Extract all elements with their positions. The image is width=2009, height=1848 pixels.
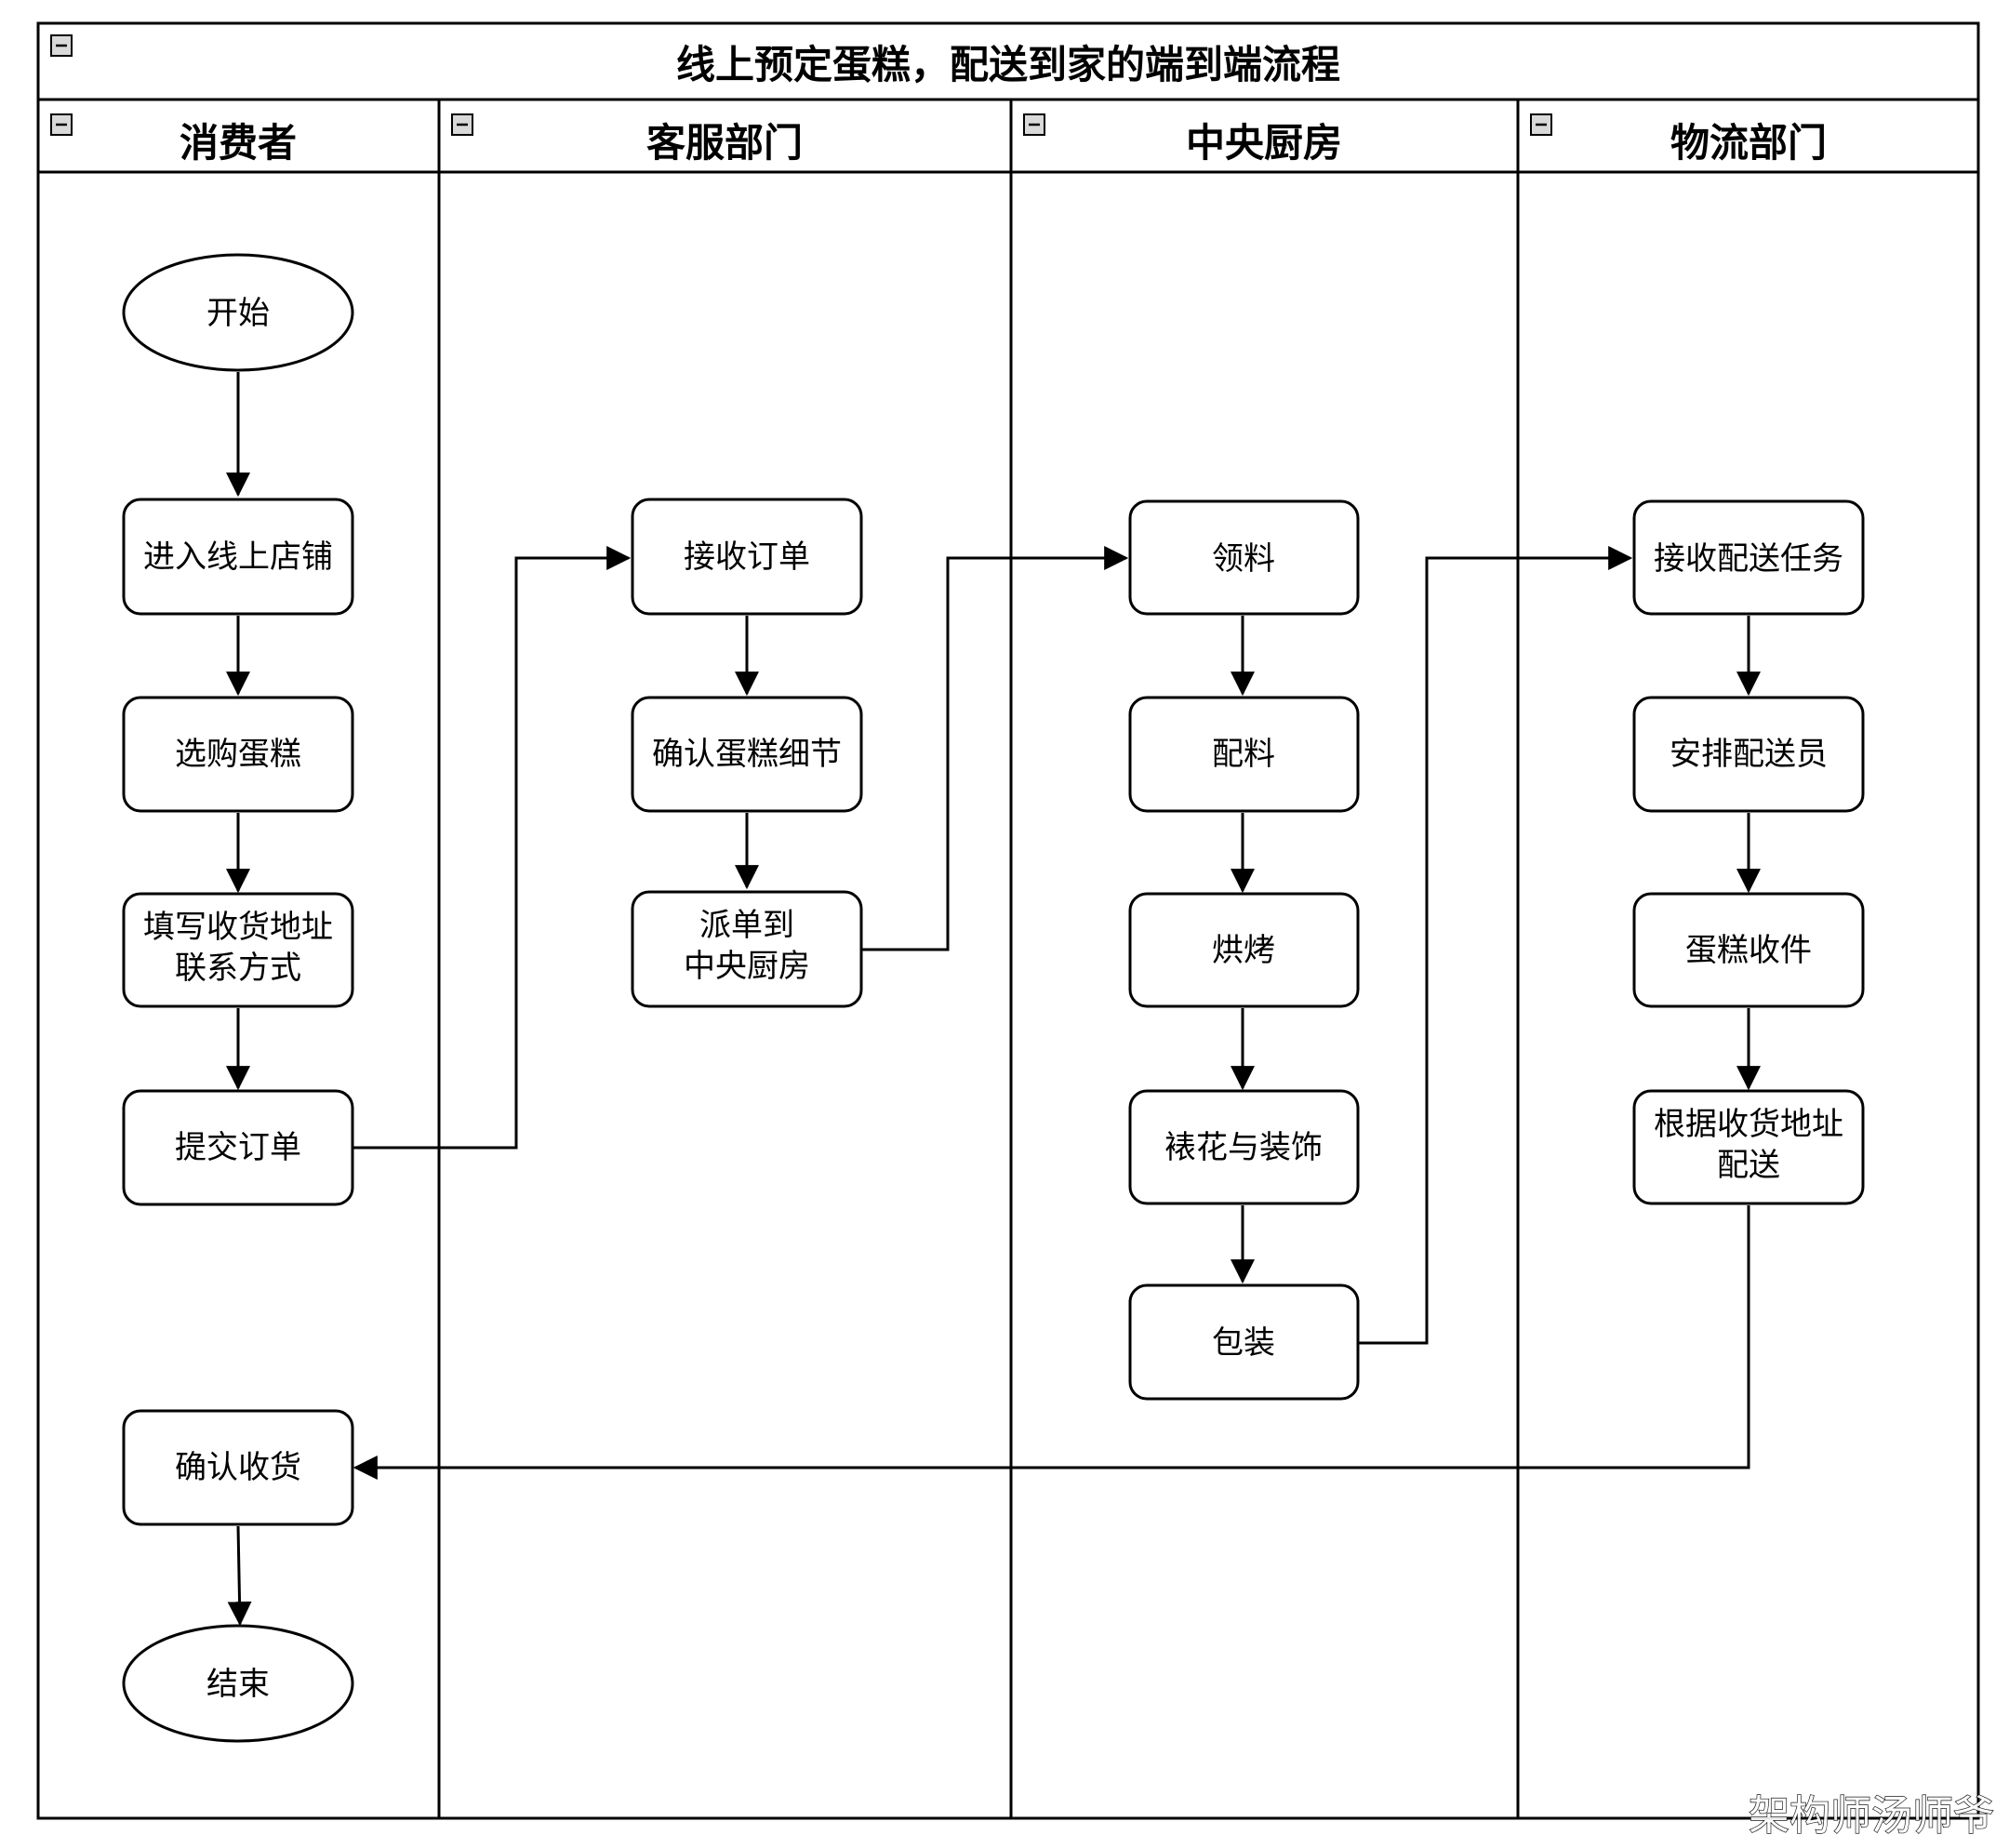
edge-dispatch-get-material <box>861 546 1129 951</box>
node-decorate[interactable] <box>1128 1089 1360 1205</box>
node-get-material[interactable] <box>1128 499 1360 616</box>
node-dispatch-kitchen[interactable] <box>631 890 863 1008</box>
node-assign-courier[interactable] <box>1632 696 1865 813</box>
node-confirm-receipt-label: 确认收货 <box>175 1449 301 1486</box>
node-enter-shop-label: 进入线上店铺 <box>143 538 333 576</box>
node-confirm-details[interactable] <box>631 696 863 813</box>
node-assign-courier-label: 安排配送员 <box>1670 736 1828 773</box>
node-fill-address[interactable] <box>122 892 354 1008</box>
edge-submit-receive-order <box>353 546 632 1150</box>
node-bake-label: 烘烤 <box>1212 932 1275 969</box>
node-deliver-label: 配送 <box>1717 1147 1780 1184</box>
node-pickup-cake-label: 蛋糕收件 <box>1685 932 1812 969</box>
edge-deliver-confirm-receipt <box>353 1205 1750 1480</box>
node-confirm-details-label: 确认蛋糕细节 <box>652 736 842 773</box>
node-dispatch-kitchen-label: 中央厨房 <box>684 948 810 985</box>
node-enter-shop[interactable] <box>122 498 354 616</box>
node-choose-cake-label: 选购蛋糕 <box>175 736 301 773</box>
node-pack[interactable] <box>1128 1283 1360 1401</box>
node-fill-address-label: 联系方式 <box>175 950 301 987</box>
node-dispatch-kitchen-label: 派单到 <box>699 907 794 944</box>
lane-collapse-icon[interactable] <box>50 113 73 136</box>
diagram-title: 线上预定蛋糕，配送到家的端到端流程 <box>676 42 1340 87</box>
node-choose-cake[interactable] <box>122 696 354 813</box>
node-submit-order[interactable] <box>122 1089 354 1206</box>
node-pickup-cake[interactable] <box>1632 892 1865 1008</box>
lane-title-central-kitchen: 中央厨房 <box>1186 120 1342 166</box>
node-receive-order-label: 接收订单 <box>684 538 810 576</box>
node-fill-address-label: 填写收货地址 <box>143 909 333 946</box>
node-end[interactable] <box>122 1624 354 1743</box>
lane-title-consumer: 消费者 <box>180 120 297 166</box>
node-deliver[interactable] <box>1632 1089 1865 1205</box>
lane-title-logistics: 物流部门 <box>1670 120 1827 166</box>
node-end-label: 结束 <box>206 1666 270 1703</box>
node-get-material-label: 领料 <box>1212 540 1275 578</box>
node-bake[interactable] <box>1128 892 1360 1008</box>
lane-title-customer-service: 客服部门 <box>646 120 803 166</box>
edge-pack-receive-task <box>1358 546 1633 1345</box>
node-submit-order-label: 提交订单 <box>175 1129 301 1166</box>
node-confirm-receipt[interactable] <box>122 1409 354 1526</box>
node-start-label: 开始 <box>206 295 270 332</box>
node-decorate-label: 裱花与装饰 <box>1164 1129 1323 1166</box>
node-receive-order[interactable] <box>631 498 863 616</box>
edge-confirm-end <box>227 1525 252 1627</box>
node-mix-label: 配料 <box>1212 736 1275 773</box>
lane-collapse-icon[interactable] <box>1530 113 1552 136</box>
watermark: 架构师汤师爷 <box>1749 1792 1994 1840</box>
pool-collapse-icon[interactable] <box>50 34 73 57</box>
node-mix[interactable] <box>1128 696 1360 813</box>
node-receive-task[interactable] <box>1632 499 1865 616</box>
node-pack-label: 包装 <box>1212 1324 1275 1362</box>
lane-collapse-icon[interactable] <box>451 113 473 136</box>
node-deliver-label: 根据收货地址 <box>1654 1106 1843 1143</box>
node-start[interactable] <box>122 253 354 372</box>
lane-collapse-icon[interactable] <box>1023 113 1045 136</box>
node-receive-task-label: 接收配送任务 <box>1654 540 1843 578</box>
